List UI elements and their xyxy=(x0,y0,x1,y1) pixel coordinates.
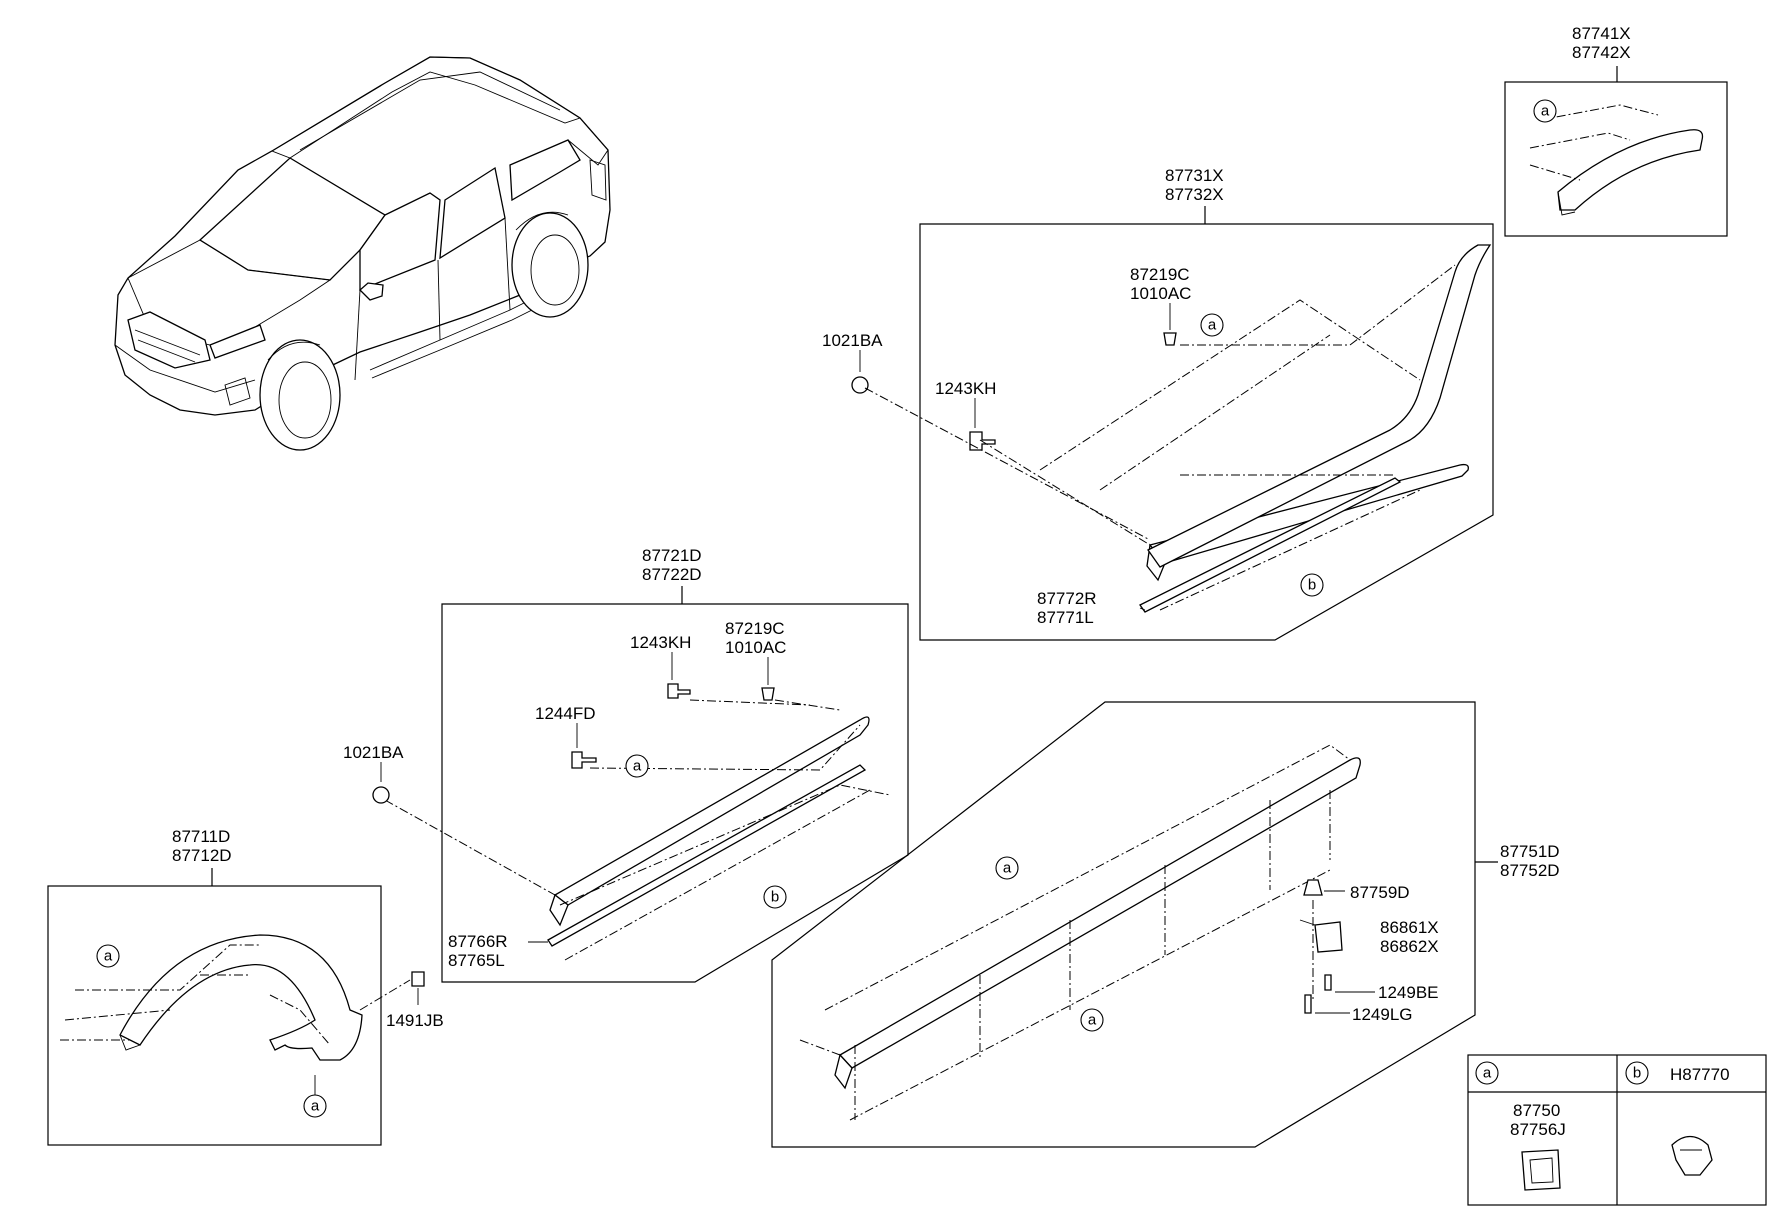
label-87765L: 87765L xyxy=(448,951,505,970)
svg-text:a: a xyxy=(1483,1065,1492,1082)
callout-b: b xyxy=(1300,573,1324,597)
part-strip-87766R xyxy=(547,764,867,947)
label-87759D: 87759D xyxy=(1350,883,1410,902)
callout-b: b xyxy=(763,885,787,909)
vehicle-illustration xyxy=(114,56,611,451)
group-87751D: 87751D 87752D a a 87759D 86861X 86862X xyxy=(771,701,1560,1148)
group-87711D: 87711D 87712D a a xyxy=(47,827,382,1146)
legend-key-b: b xyxy=(1625,1061,1649,1085)
group-87721D: 87721D 87722D 1243KH 87219C 1010AC 1244F… xyxy=(384,546,909,983)
callout-a: a xyxy=(303,1094,327,1118)
callout-a: a xyxy=(96,944,120,968)
nut-1021BA-top xyxy=(851,376,869,394)
part-wheel-arch-front-87711D xyxy=(119,934,363,1061)
label-87752D: 87752D xyxy=(1500,861,1560,880)
label-1244FD: 1244FD xyxy=(535,704,595,723)
legend-part-H87770: H87770 xyxy=(1670,1065,1730,1084)
label-86862X: 86862X xyxy=(1380,937,1439,956)
clip-87219C-mid xyxy=(761,687,775,701)
bracket-86861X xyxy=(1314,921,1343,953)
part-side-molding-87731X xyxy=(1147,244,1492,568)
svg-text:a: a xyxy=(1541,103,1550,120)
part-wheel-arch-rear-piece xyxy=(1557,129,1704,211)
legend-part-87756J: 87756J xyxy=(1510,1120,1566,1139)
label-1010AC-mid: 1010AC xyxy=(725,638,786,657)
nut-1021BA-mid xyxy=(372,786,390,804)
label-87741X: 87741X xyxy=(1572,24,1631,43)
screw-1244FD xyxy=(571,751,597,769)
svg-text:b: b xyxy=(771,889,779,906)
legend-pad-icon xyxy=(1521,1149,1561,1191)
label-87742X: 87742X xyxy=(1572,43,1631,62)
label-1491JB: 1491JB xyxy=(386,1011,444,1030)
label-1010AC-top: 1010AC xyxy=(1130,284,1191,303)
label-87722D: 87722D xyxy=(642,565,702,584)
box-87731X xyxy=(919,223,1494,641)
label-87721D: 87721D xyxy=(642,546,702,565)
screw-1249BE xyxy=(1324,974,1332,991)
callout-a: a xyxy=(1080,1008,1104,1032)
label-1021BA-mid: 1021BA xyxy=(343,743,404,762)
legend-part-87750: 87750 xyxy=(1513,1101,1560,1120)
label-87772R: 87772R xyxy=(1037,589,1097,608)
label-1243KH-top: 1243KH xyxy=(935,379,996,398)
label-87771L: 87771L xyxy=(1037,608,1094,627)
screw-1243KH-mid xyxy=(667,683,691,699)
box-87721D xyxy=(441,603,909,983)
label-1249LG: 1249LG xyxy=(1352,1005,1413,1024)
label-87712D: 87712D xyxy=(172,846,232,865)
group-87731X: 87731X 87732X 87219C 1010AC 1021BA 1243K… xyxy=(822,166,1494,641)
svg-text:a: a xyxy=(1003,860,1012,877)
group-1491JB: 1491JB xyxy=(359,971,444,1030)
clip-87219C-top xyxy=(1163,332,1177,346)
clip-1491JB xyxy=(411,971,425,987)
label-87219C-mid: 87219C xyxy=(725,619,785,638)
label-87219C-top: 87219C xyxy=(1130,265,1190,284)
svg-text:b: b xyxy=(1308,577,1316,594)
clip-87759D xyxy=(1303,879,1323,896)
box-87751D xyxy=(771,701,1476,1148)
box-87741X xyxy=(1504,81,1728,237)
part-side-step-87751D xyxy=(838,757,1361,1069)
callout-a: a xyxy=(995,856,1019,880)
callout-a: a xyxy=(1200,313,1224,337)
label-87766R: 87766R xyxy=(448,932,508,951)
legend-table: a b H87770 87750 87756J xyxy=(1467,1054,1767,1206)
group-1021BA-mid: 1021BA xyxy=(343,743,404,804)
label-86861X: 86861X xyxy=(1380,918,1439,937)
label-1243KH-mid: 1243KH xyxy=(630,633,691,652)
label-1021BA-top: 1021BA xyxy=(822,331,883,350)
svg-text:b: b xyxy=(1633,1065,1641,1082)
label-87732X: 87732X xyxy=(1165,185,1224,204)
screw-1249LG xyxy=(1304,994,1312,1014)
svg-text:a: a xyxy=(1208,317,1217,334)
label-87711D: 87711D xyxy=(172,827,230,846)
callout-a: a xyxy=(625,754,649,778)
label-87731X: 87731X xyxy=(1165,166,1224,185)
legend-key-a: a xyxy=(1475,1061,1499,1085)
label-87751D: 87751D xyxy=(1500,842,1560,861)
box-87711D xyxy=(47,885,382,1146)
svg-text:a: a xyxy=(633,758,642,775)
callout-a: a xyxy=(1533,99,1557,123)
svg-text:a: a xyxy=(311,1098,320,1115)
legend-clip-icon xyxy=(1671,1135,1713,1176)
part-side-sill-molding-87721D xyxy=(553,716,870,906)
group-87741X: 87741X 87742X a xyxy=(1504,24,1728,237)
label-1249BE: 1249BE xyxy=(1378,983,1439,1002)
svg-text:a: a xyxy=(104,948,113,965)
svg-text:a: a xyxy=(1088,1012,1097,1029)
